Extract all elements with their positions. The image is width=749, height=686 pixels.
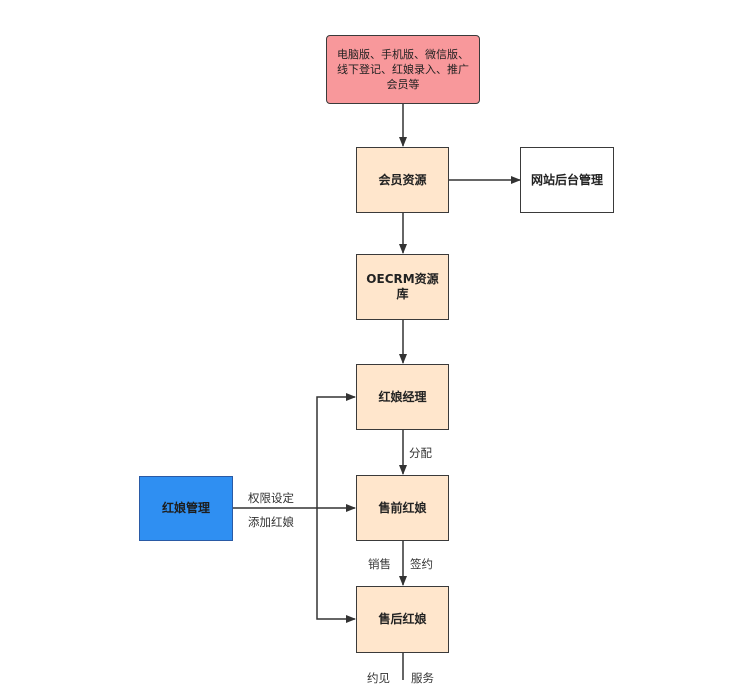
edge-label-service: 服务 (411, 671, 434, 685)
postsale-matchmaker-label: 售后红娘 (378, 612, 427, 626)
matchmaker-manager-node: 红娘经理 (356, 364, 449, 430)
matchmaker-manager-label: 红娘经理 (378, 389, 427, 404)
website-admin-label: 网站后台管理 (530, 172, 603, 187)
edge-label-appointment: 约见 (367, 671, 390, 685)
postsale-matchmaker-node: 售后红娘 (356, 586, 449, 653)
oecrm-database-label: OECRM资源库 (366, 272, 439, 301)
matchmaker-management-label: 红娘管理 (161, 501, 210, 515)
edge-management-to-manager (316, 393, 356, 508)
presale-matchmaker-label: 售前红娘 (378, 500, 427, 515)
source-channels-label: 电脑版、手机版、微信版、线下登记、红娘录入、推广会员等 (337, 48, 469, 91)
edge-management-to-postsale (316, 508, 356, 623)
member-resource-label: 会员资源 (378, 172, 427, 187)
presale-matchmaker-node: 售前红娘 (356, 475, 449, 541)
website-admin-node: 网站后台管理 (520, 147, 614, 213)
oecrm-database-node: OECRM资源库 (356, 254, 449, 320)
edge-label-assign: 分配 (409, 446, 432, 460)
matchmaker-management-node: 红娘管理 (139, 476, 233, 541)
edge-label-sign: 签约 (410, 557, 433, 571)
member-resource-node: 会员资源 (356, 147, 449, 213)
edge-label-sales: 销售 (368, 557, 391, 571)
edge-label-add-matchmaker: 添加红娘 (248, 515, 294, 529)
edge-label-permission-setting: 权限设定 (248, 491, 294, 505)
source-channels-node: 电脑版、手机版、微信版、线下登记、红娘录入、推广会员等 (326, 35, 480, 104)
